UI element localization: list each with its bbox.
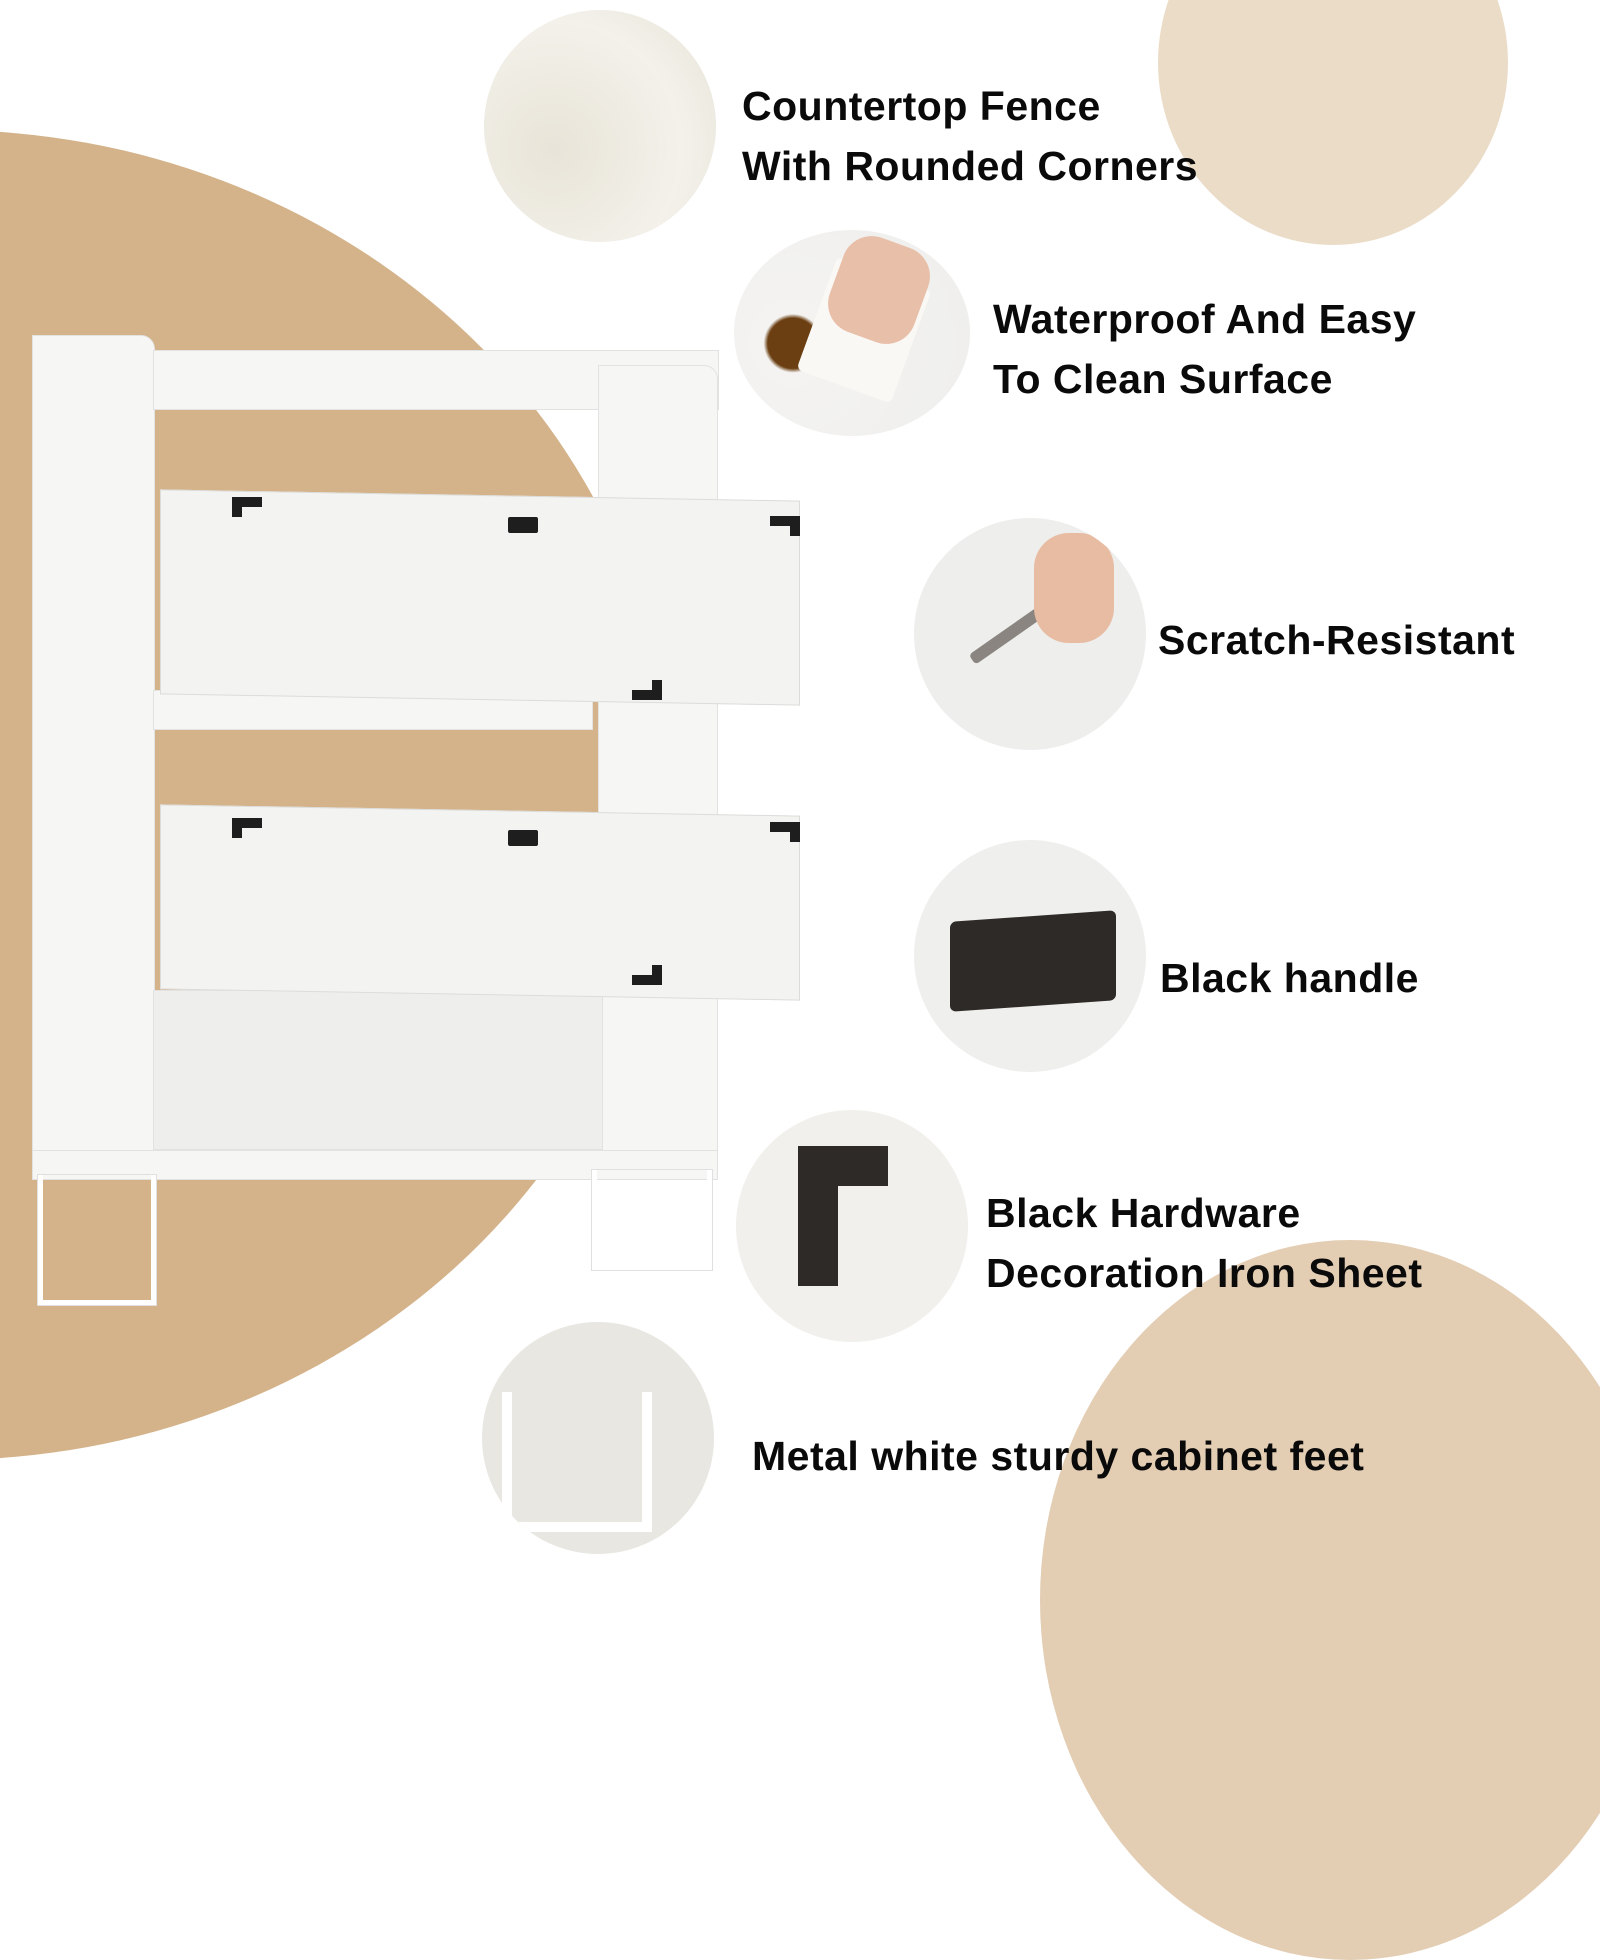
feature-title-metal-feet: Metal white sturdy cabinet feet bbox=[752, 1433, 1365, 1479]
feature-title-scratch-resistant: Scratch-Resistant bbox=[1158, 617, 1516, 663]
feature-title-countertop-fence: Countertop Fence With Rounded Corners bbox=[742, 83, 1199, 189]
handle-icon bbox=[950, 910, 1116, 1012]
leg-shape bbox=[502, 1392, 652, 1532]
feature-title-black-hardware: Black Hardware Decoration Iron Sheet bbox=[986, 1190, 1423, 1296]
feature-image-l-bracket bbox=[736, 1110, 968, 1342]
background-shape-beige-bottom bbox=[1040, 1240, 1600, 1960]
feature-image-wipe-spill bbox=[734, 230, 970, 436]
l-bracket-icon bbox=[798, 1146, 888, 1286]
feature-title-waterproof: Waterproof And Easy To Clean Surface bbox=[993, 296, 1417, 402]
corner-bracket-icon bbox=[232, 818, 262, 838]
cabinet-right-side bbox=[598, 365, 718, 1170]
cabinet-leg-left bbox=[38, 1175, 156, 1305]
feature-title-black-handle: Black handle bbox=[1160, 955, 1419, 1001]
cabinet-bottom-compartment bbox=[153, 990, 603, 1150]
handle-icon bbox=[508, 517, 538, 533]
background-shape-beige-top bbox=[1158, 0, 1508, 245]
hand-shape bbox=[1034, 533, 1114, 643]
flip-door-upper[interactable] bbox=[160, 489, 800, 706]
corner-bracket-icon bbox=[632, 965, 662, 985]
corner-bracket-icon bbox=[632, 680, 662, 700]
feature-image-key-scratch bbox=[914, 518, 1146, 750]
cabinet-base bbox=[32, 1150, 718, 1180]
feature-image-black-handle bbox=[914, 840, 1146, 1072]
cabinet-leg-right bbox=[592, 1170, 712, 1270]
cabinet-left-side bbox=[32, 335, 155, 1165]
feature-image-metal-feet bbox=[482, 1322, 714, 1554]
corner-bracket-icon bbox=[232, 497, 262, 517]
corner-bracket-icon bbox=[770, 516, 800, 536]
corner-bracket-icon bbox=[770, 822, 800, 842]
handle-icon bbox=[508, 830, 538, 846]
feature-image-rounded-corner bbox=[484, 10, 716, 242]
